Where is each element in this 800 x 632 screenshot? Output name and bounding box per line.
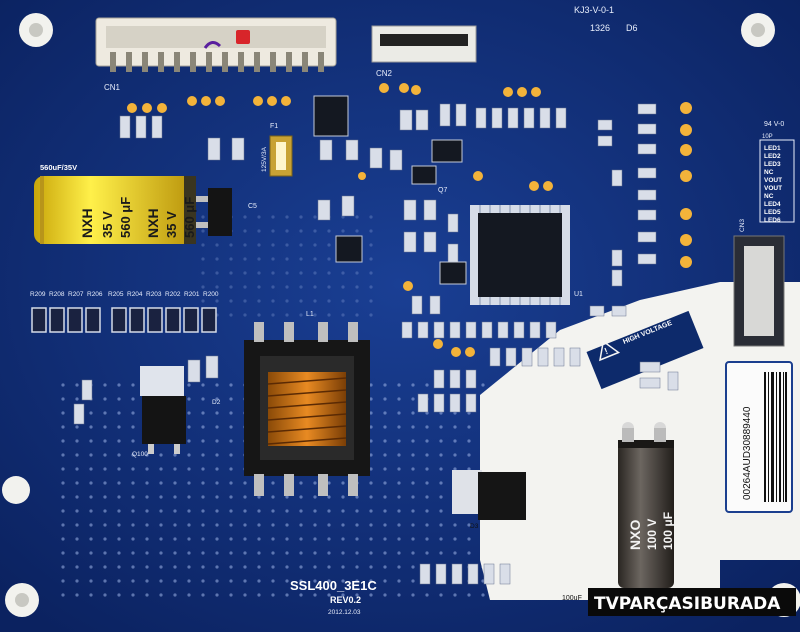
svg-text:NC: NC [764,169,774,176]
svg-text:560 μF: 560 μF [118,197,133,238]
test-pads [127,83,692,357]
transistor-q100 [140,366,186,454]
svg-text:R206: R206 [87,291,103,298]
svg-text:NXH: NXH [145,208,161,238]
svg-text:NC: NC [764,193,774,200]
ul-mark: 94 V-0 [764,121,784,128]
svg-text:100 μF: 100 μF [661,512,675,550]
cap-left-print: NXH 35 V 560 μF NXH 35 V 560 μF [79,197,197,238]
connector-cn1 [95,17,337,72]
svg-text:VOUT: VOUT [764,177,782,184]
q100-label: Q100 [132,451,148,458]
svg-text:VOUT: VOUT [764,185,782,192]
svg-text:LED2: LED2 [764,153,781,160]
capacitor-100uf [618,422,674,588]
capacitor-560uf [34,176,232,244]
svg-text:R209: R209 [30,291,46,298]
svg-text:LED6: LED6 [764,217,781,224]
cap-left-rating: 560uF/35V [40,163,77,172]
svg-text:LED5: LED5 [764,209,781,216]
svg-text:R202: R202 [165,291,181,298]
smd-components [73,103,679,585]
fuse-label: F1 [270,123,278,130]
svg-text:35 V: 35 V [164,211,179,238]
barcode-sticker [725,361,793,513]
q7-label: Q7 [438,187,447,194]
d3-label: D3 [470,523,479,530]
small-chips [313,95,467,285]
ic-u1 [470,205,570,305]
watermark-text: TVPARÇASIBURADA [594,594,781,614]
svg-text:NXO: NXO [627,520,643,550]
fuse-rating: 125V/3A [261,146,268,172]
svg-text:560 μF: 560 μF [182,197,197,238]
svg-text:R204: R204 [127,291,143,298]
cn2-label: CN2 [376,69,393,78]
transistor-d3 [452,470,526,520]
transformer-l1 [244,322,370,496]
pin-labels: LED1 LED2 LED3 NC VOUT VOUT NC LED4 LED5… [764,145,782,224]
svg-text:LED1: LED1 [764,145,781,152]
svg-text:LED3: LED3 [764,161,781,168]
resistor-row [31,307,217,333]
board-lot: 1326 [590,23,610,33]
resistor-labels: R209 R208 R207 R206 R205 R204 R203 R202 … [30,291,219,298]
svg-text:35 V: 35 V [100,211,115,238]
svg-text:R207: R207 [68,291,84,298]
cn3-label: CN3 [739,219,746,232]
watermark: TVPARÇASIBURADA [588,588,796,616]
pin-label-box [759,139,795,223]
c5-label: C5 [248,203,257,210]
connector-cn3 [733,235,785,347]
pin-header-label: 10P [762,134,773,140]
board-lot-suffix: D6 [626,23,638,33]
svg-text:R208: R208 [49,291,65,298]
cap-right-print: NXO 100 V 100 μF [627,512,675,550]
ic-label: U1 [574,291,583,298]
connector-cn2 [371,25,477,63]
barcode-text: 00264AUD30889440 [742,406,753,500]
svg-text:R205: R205 [108,291,124,298]
board-revision: REV0.2 [330,595,361,605]
svg-text:NXH: NXH [79,208,95,238]
board-code: KJ3-V-0-1 [574,5,614,15]
fuse-f1 [269,135,293,177]
d2-label: D2 [212,399,221,406]
svg-text:100 V: 100 V [645,519,659,550]
board-date: 2012.12.03 [328,609,361,616]
svg-text:R200: R200 [203,291,219,298]
board-model: SSL400_3E1C [290,578,377,593]
svg-text:LED4: LED4 [764,201,781,208]
svg-text:R201: R201 [184,291,200,298]
warning-icon: ! [599,340,621,362]
svg-text:!: ! [603,346,610,356]
svg-text:R203: R203 [146,291,162,298]
cap-right-rating: 100uF [562,595,582,602]
transformer-label: L1 [306,311,314,318]
cn1-label: CN1 [104,83,121,92]
